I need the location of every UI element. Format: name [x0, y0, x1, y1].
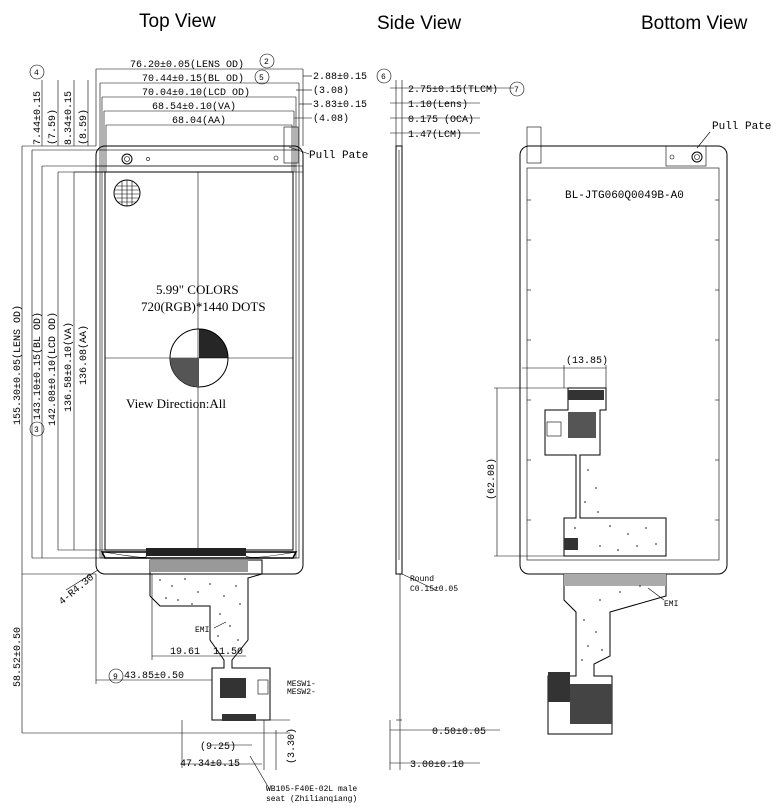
dim-fpc-c: 43.85±0.50 — [124, 671, 184, 682]
bottom-pull-pate-label: Pull Pate — [712, 121, 771, 133]
dim-bottom-height: (62.08) — [486, 458, 498, 500]
top-view: Pull Pate 5.99" COLORS 720(RGB)*1440 DOT… — [12, 53, 525, 804]
dim-left-offset-1-ref: (7.59) — [47, 109, 59, 145]
bottom-ic — [568, 412, 596, 438]
side-view-title: Side View — [377, 13, 461, 34]
dim-aa-height: 136.08(AA) — [78, 325, 90, 385]
round-label-1: Round — [410, 575, 434, 584]
lens-outline — [95, 145, 304, 575]
pull-pate-tab — [283, 126, 299, 164]
callout-5: 5 — [259, 74, 264, 83]
dim-lens: 1.10(Lens) — [408, 99, 468, 111]
connector-label-1: WB105-F40E-02L male — [266, 785, 357, 794]
dim-top-offset-2-ref: (4.08) — [313, 113, 349, 125]
dim-lcd-width: 70.04±0.10(LCD OD) — [142, 87, 250, 99]
view-direction-text: View Direction:All — [126, 396, 226, 411]
side-view: 2.75±0.15(TLCM) 1.10(Lens) 0.175 (OCA) 1… — [389, 80, 514, 771]
pull-pate-label: Pull Pate — [309, 150, 368, 162]
bottom-view: Pull Pate BL-JTG060Q0049B-A0 — [486, 121, 771, 735]
colors-text: 5.99" COLORS — [156, 282, 239, 297]
dim-left-offset-2-ref: (8.59) — [78, 109, 90, 145]
bottom-camera-hole-icon — [691, 151, 703, 163]
camera-hole-icon — [121, 153, 133, 165]
callout-4: 4 — [34, 69, 39, 78]
dim-oca: 0.175 (OCA) — [408, 114, 474, 126]
dim-bl-width: 70.44±0.15(BL OD) — [142, 73, 244, 85]
dim-left-offset-2: 8.34±0.15 — [64, 91, 75, 145]
dim-fpc-thickness: 0.50±0.05 — [432, 727, 486, 738]
dim-left-offset-1: 7.44±0.15 — [33, 91, 44, 145]
dim-lens-width: 76.20±0.05(LENS OD) — [130, 59, 244, 71]
dim-bottom: 3.00±0.10 — [410, 760, 464, 771]
connector-b2b — [222, 714, 256, 721]
dim-top-offset-1: 2.88±0.15 — [313, 72, 367, 83]
bottom-fpc-outline — [544, 387, 667, 557]
dim-lcm: 1.47(LCM) — [408, 129, 462, 141]
side-profile — [395, 145, 403, 575]
driver-ic — [146, 548, 246, 556]
round-label-2: C0.15±0.05 — [410, 585, 458, 594]
fpc-stipple — [159, 578, 241, 641]
emi-label: EMI — [195, 626, 209, 635]
connector-label-2: seat (Zhilianqiang) — [266, 795, 357, 804]
bottom-fpc-stipple — [574, 469, 657, 551]
bottom-tail — [547, 573, 667, 735]
dim-top-offset-2: 3.83±0.15 — [313, 100, 367, 111]
dim-fpc-e: 47.34±0.15 — [180, 759, 240, 770]
dim-tlcm: 2.75±0.15(TLCM) — [408, 84, 498, 96]
callout-9: 9 — [113, 673, 118, 682]
dim-lcd-height: 142.08±0.10(LCD OD) — [47, 312, 59, 426]
bottom-outline — [519, 145, 728, 575]
bottom-emi-label: EMI — [664, 600, 678, 609]
dim-top-offset-1-ref: (3.08) — [313, 85, 349, 97]
dim-va-width: 68.54±0.10(VA) — [152, 101, 236, 113]
dim-bl-height: 143.10±0.15(BL OD) — [32, 312, 44, 420]
dim-bottom-width: (13.85) — [566, 355, 608, 367]
side-pin-1: MESW1- — [287, 680, 316, 689]
dim-lens-height: 155.30±0.05(LENS OD) — [12, 305, 24, 425]
bottom-pull-tab — [665, 145, 707, 167]
callout-6: 6 — [381, 73, 386, 82]
dim-aa-width: 68.04(AA) — [172, 115, 226, 127]
connector-block — [220, 678, 246, 698]
callout-3: 3 — [34, 426, 39, 435]
dim-fpc-f: (3.30) — [286, 728, 298, 764]
dim-va-height: 136.58±0.10(VA) — [63, 322, 75, 412]
part-number: BL-JTG060Q0049B-A0 — [565, 190, 684, 202]
dim-fpc-length: 58.52±0.50 — [13, 627, 24, 687]
bottom-tab-left — [526, 126, 542, 164]
top-view-title: Top View — [139, 11, 216, 32]
dim-fpc-b: 11.50 — [213, 647, 243, 658]
callout-7: 7 — [514, 86, 519, 95]
bottom-view-title: Bottom View — [641, 13, 748, 34]
dim-corner-radius: 4-R4.30 — [58, 573, 97, 608]
dots-text: 720(RGB)*1440 DOTS — [141, 299, 266, 314]
dim-fpc-d: (9.25) — [200, 741, 236, 753]
callout-2: 2 — [264, 58, 269, 67]
side-pin-2: MESW2- — [287, 688, 316, 697]
bottom-connector — [568, 390, 604, 400]
dim-fpc-a: 19.61 — [170, 647, 200, 658]
